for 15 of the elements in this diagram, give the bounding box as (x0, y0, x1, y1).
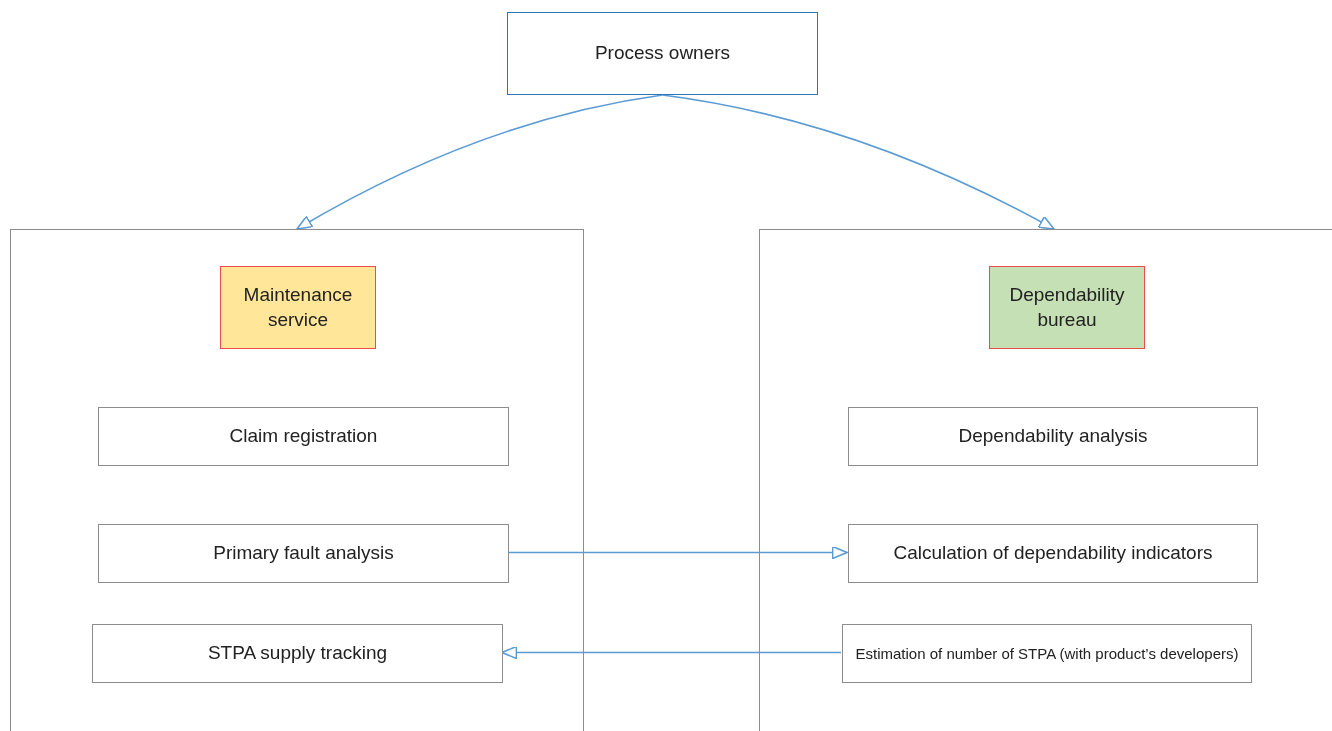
arrow (661, 94, 1055, 230)
process-box: Claim registration (98, 407, 509, 466)
role-box: Process owners (507, 12, 818, 95)
process-box: STPA supply tracking (92, 624, 503, 683)
arrow (501, 645, 842, 660)
arrow (507, 545, 848, 560)
process-box: Estimation of number of STPA (with product’s developers) (842, 624, 1252, 683)
department-box: Dependability bureau (989, 266, 1145, 349)
department-box: Maintenance service (220, 266, 376, 349)
panel-frame (759, 229, 1332, 731)
process-box: Primary fault analysis (98, 524, 509, 583)
process-box: Calculation of dependability indicators (848, 524, 1258, 583)
panel-frame (10, 229, 584, 731)
arrow (296, 94, 664, 230)
process-box: Dependability analysis (848, 407, 1258, 466)
